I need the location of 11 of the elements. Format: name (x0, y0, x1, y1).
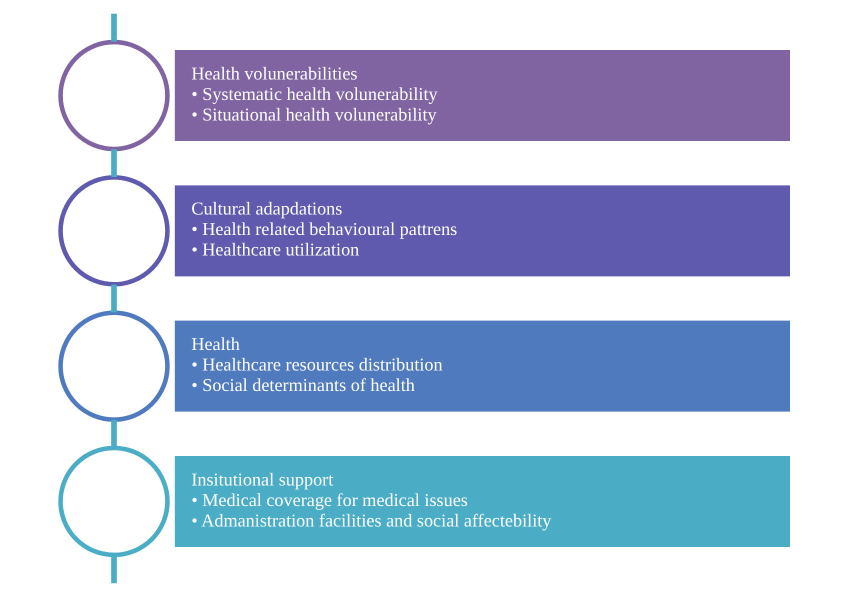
node-box: Cultural adapdations • Health related behavioural pattrens • Healthcare utilization (174, 185, 790, 276)
node-box: Insitutional support • Medical coverage for medical issues • Admanistration facilities and social affectebility (174, 456, 790, 547)
node-circle (58, 310, 170, 422)
node-circle (58, 446, 170, 558)
node-box: Health • Healthcare resources distribution • Social determinants of health (174, 320, 790, 412)
node-circle (58, 40, 170, 152)
connector (110, 14, 116, 42)
node-circle (58, 175, 170, 287)
connector (110, 555, 116, 584)
connector (110, 420, 116, 448)
node-box: Health volunerabilities • Systematic health volunerability • Situational health volunerability (174, 50, 790, 141)
